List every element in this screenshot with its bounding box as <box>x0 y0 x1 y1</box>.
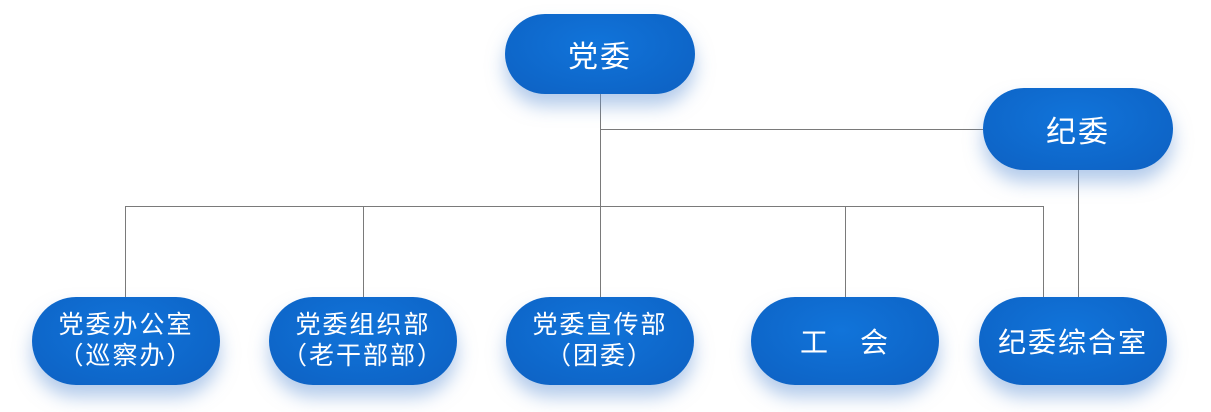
connector-rail <box>125 206 1043 207</box>
connector-drop-child-5 <box>1043 206 1044 297</box>
node-discipline-general-office: 纪委综合室 <box>979 297 1167 385</box>
node-labor-union-label: 工 会 <box>799 328 890 359</box>
connector-jiwei-drop <box>1078 170 1079 297</box>
connector-root-to-jiwei <box>600 129 983 130</box>
node-party-committee: 党委 <box>505 14 695 94</box>
node-propaganda-dept: 党委宣传部 （团委） <box>506 297 694 385</box>
node-discipline-general-office-label: 纪委综合室 <box>997 328 1148 359</box>
node-propaganda-dept-label: 党委宣传部 （团委） <box>532 312 668 370</box>
connector-drop-child-1 <box>125 206 126 297</box>
node-party-committee-label: 党委 <box>568 41 632 74</box>
node-discipline-committee: 纪委 <box>983 88 1173 170</box>
connector-drop-child-4 <box>845 206 846 297</box>
node-labor-union: 工 会 <box>751 297 939 385</box>
node-organization-dept-label: 党委组织部 （老干部部） <box>281 312 444 370</box>
node-discipline-committee-label: 纪委 <box>1046 116 1110 149</box>
node-organization-dept: 党委组织部 （老干部部） <box>269 297 457 385</box>
node-party-office: 党委办公室 （巡察办） <box>32 297 220 385</box>
node-party-office-label: 党委办公室 （巡察办） <box>58 312 194 370</box>
connector-drop-child-2 <box>363 206 364 297</box>
connector-root-drop <box>600 94 601 297</box>
